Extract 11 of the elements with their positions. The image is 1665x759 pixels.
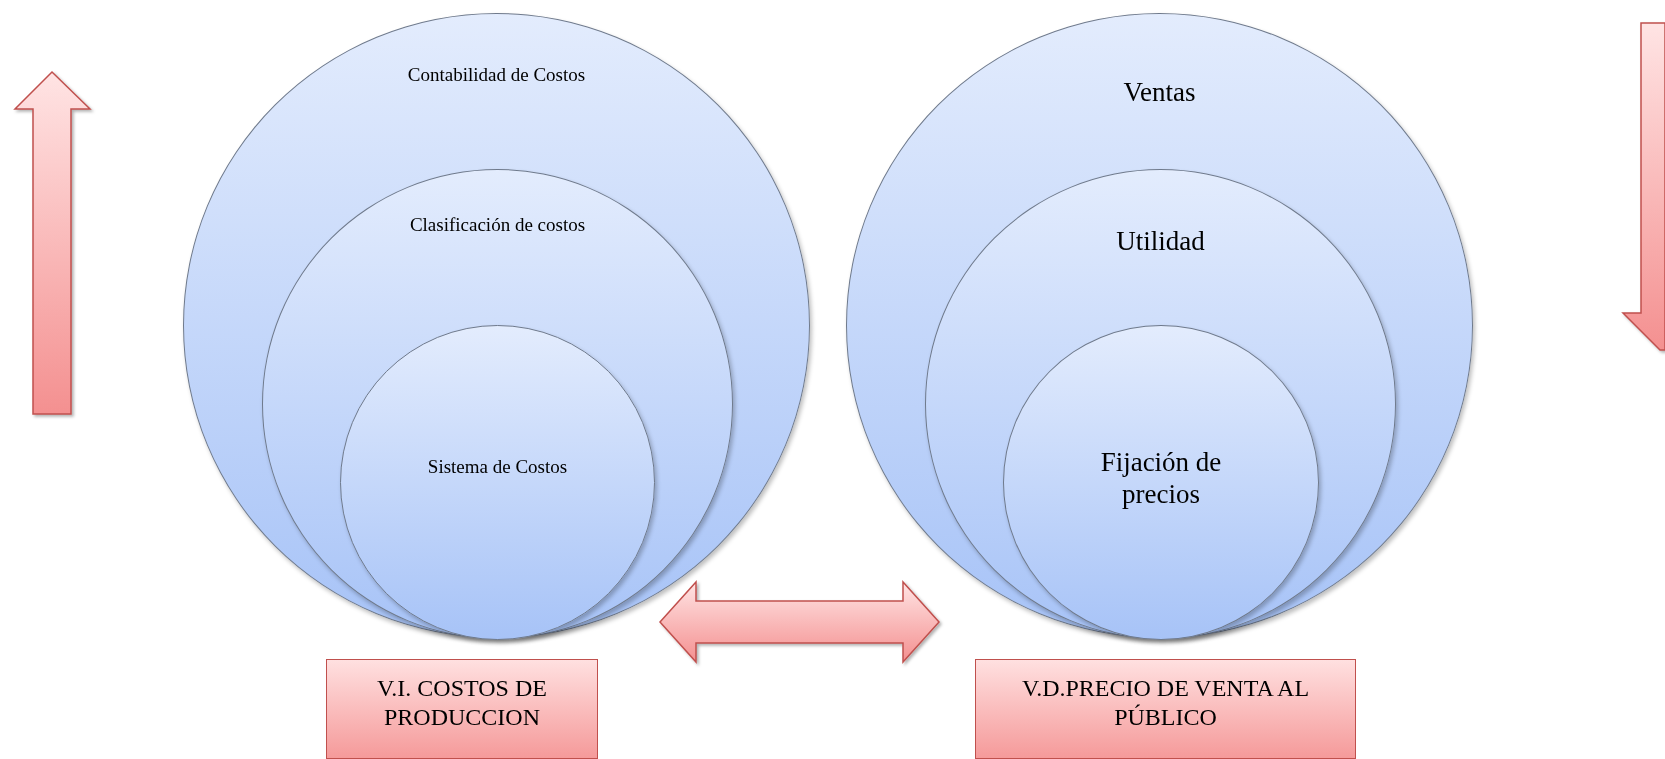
box-label: V.D.PRECIO DE VENTA AL PÚBLICO <box>1020 674 1311 732</box>
circle-label: Clasificación de costos <box>408 214 587 237</box>
circle-label: Ventas <box>1122 76 1197 109</box>
label-box <box>975 659 1356 759</box>
circle-label: Contabilidad de Costos <box>406 64 587 87</box>
circle-label: Utilidad <box>1115 225 1206 258</box>
box-label: V.I. COSTOS DE PRODUCCION <box>376 674 548 732</box>
circle-label: Sistema de Costos <box>426 456 569 479</box>
double-arrow <box>659 580 940 664</box>
circle-label: Fijación de precios <box>1099 446 1223 511</box>
label-box <box>326 659 598 759</box>
